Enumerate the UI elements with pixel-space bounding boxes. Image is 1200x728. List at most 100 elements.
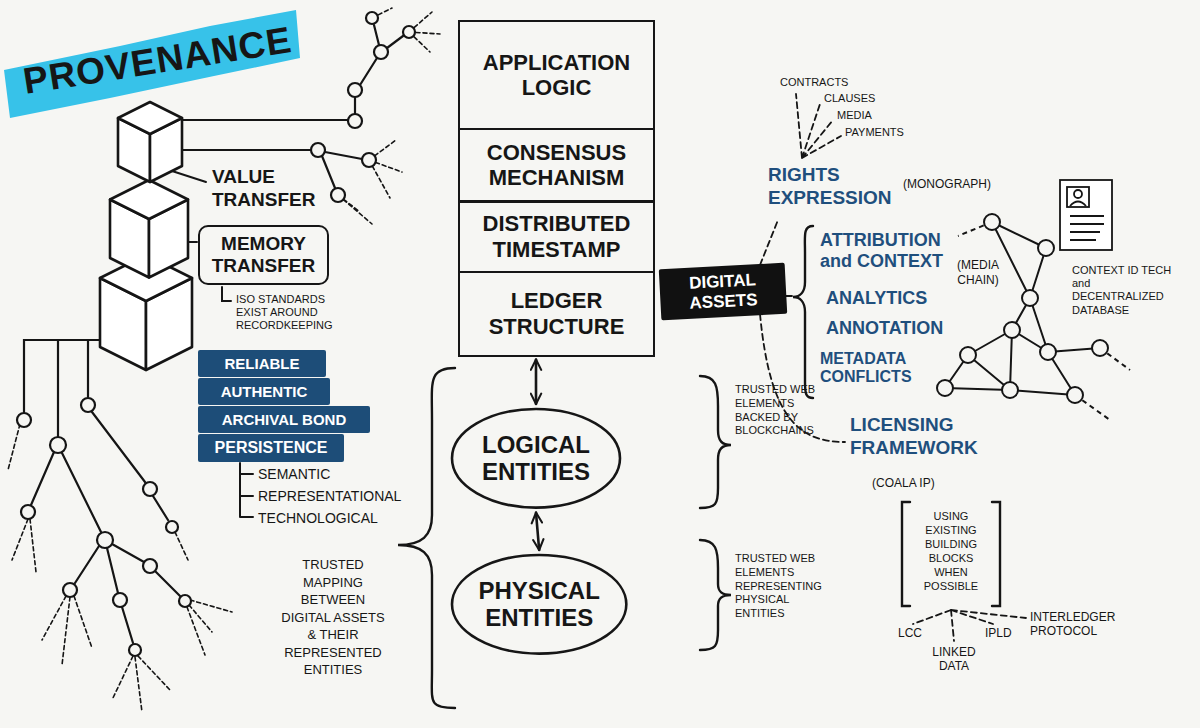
dashed-leaders: [760, 220, 778, 265]
entity-ellipse: PHYSICAL ENTITIES: [450, 553, 628, 656]
media-chain-network: [958, 222, 1130, 420]
document-icon: [1070, 202, 1086, 207]
tree-node-circles: [63, 583, 77, 597]
blockchain-cubes: [110, 200, 149, 278]
node-label: LOGICAL ENTITIES: [470, 431, 602, 486]
curly-braces: [398, 368, 455, 708]
document-icon: [1070, 216, 1104, 240]
tree-branches: [322, 156, 335, 188]
topic-heading: METADATA CONFLICTS: [820, 350, 932, 387]
label-holder: (MONOGRAPH): [903, 177, 991, 191]
tree-node-circles: [17, 413, 31, 427]
media-chain-network: [937, 214, 1130, 420]
node-label: LEDGER STRUCTURE: [466, 288, 647, 339]
tree-branches: [112, 544, 144, 562]
media-chain-network: [1002, 382, 1018, 398]
label-holder: USING EXISTING BUILDING BLOCKS WHEN POSS…: [914, 510, 988, 594]
label-holder: REPRESENTATIONAL: [258, 488, 401, 505]
title-highlight: [4, 10, 300, 118]
label-holder: TECHNOLOGICAL: [258, 510, 378, 527]
list-item: REPRESENTATIONAL: [258, 488, 401, 505]
node-label: AUTHENTIC: [221, 383, 308, 400]
label-holder: TRUSTED WEB ELEMENTS REPRESENTING PHYSIC…: [735, 552, 821, 621]
leaf-term: CONTRACTS: [780, 76, 848, 89]
tree-branches: [24, 340, 100, 412]
tree-branches: [182, 149, 311, 151]
tree-branches: [153, 496, 168, 520]
tree-node-circles: [366, 12, 378, 24]
tree-dashed-branches: [8, 424, 20, 470]
media-chain-network: [1038, 240, 1054, 256]
tree-branches: [62, 453, 101, 532]
ellipse-outline: [452, 409, 620, 508]
label-holder: PAYMENTS: [845, 126, 904, 139]
media-chain-network: [1040, 344, 1056, 360]
leaf-term: LCC: [898, 626, 922, 640]
topic-heading: LICENSING FRAMEWORK: [850, 414, 1010, 460]
tree-node-circles: [50, 437, 66, 453]
label-holder: SEMANTIC: [258, 466, 330, 483]
tree-node-circles: [143, 559, 157, 573]
entity-ellipse: LOGICAL ENTITIES: [450, 407, 622, 510]
dashed-leaders: [913, 610, 1026, 641]
leader-lines: [240, 463, 253, 517]
tree-dashed-branches: [112, 656, 170, 712]
note-text: ISO STANDARDS EXIST AROUND RECORDKEEPING: [236, 293, 342, 333]
brace-note: TRUSTED WEB ELEMENTS BACKED BY BLOCKCHAI…: [735, 383, 821, 438]
tree-node-circles: [179, 595, 191, 607]
label-holder: LINKED DATA: [926, 645, 982, 674]
ribbon-band: RELIABLE: [198, 350, 326, 377]
blockchain-cubes: [118, 102, 182, 134]
node-label: DIGITAL ASSETS: [667, 269, 779, 314]
tree-node-circles: [403, 26, 415, 38]
topic-heading: ANALYTICS: [826, 288, 927, 310]
leader-lines: [188, 241, 197, 243]
document-icon: [1060, 180, 1112, 250]
topic-heading: ANNOTATION: [826, 318, 943, 340]
label-holder: ANNOTATION: [826, 318, 943, 340]
curly-braces: [398, 226, 1000, 708]
label-holder: INTERLEDGER PROTOCOL: [1030, 610, 1130, 639]
note-text: USING EXISTING BUILDING BLOCKS WHEN POSS…: [914, 510, 988, 594]
curly-braces: [700, 540, 731, 650]
blockchain-cubes: [118, 118, 150, 182]
double-arrow: [535, 360, 538, 405]
blockchain-cubes: [100, 278, 146, 370]
node-label: RELIABLE: [225, 355, 300, 372]
topic-heading: ATTRIBUTION and CONTEXT: [820, 230, 970, 271]
list-item: TECHNOLOGICAL: [258, 510, 378, 527]
tree-branches: [122, 607, 133, 643]
label-holder: (COALA IP): [872, 476, 935, 490]
rounded-box: MEMORY TRANSFER: [198, 225, 329, 285]
label-holder: ANALYTICS: [826, 288, 927, 310]
double-arrow: [536, 513, 539, 550]
node-label: PERSISTENCE: [215, 439, 328, 457]
topic-heading: RIGHTS EXPRESSION: [768, 164, 903, 210]
tree-branches: [387, 36, 403, 48]
node-label: ARCHIVAL BOND: [222, 411, 346, 428]
media-chain-network: [1067, 387, 1083, 403]
document-icon: [1074, 190, 1082, 198]
media-chain-network: [1022, 290, 1038, 306]
annotation-heading: VALUE TRANSFER: [212, 166, 332, 212]
tree-dashed-branches: [187, 600, 232, 655]
aside-note: (COALA IP): [872, 476, 935, 490]
label-holder: TRUSTED WEB ELEMENTS BACKED BY BLOCKCHAI…: [735, 383, 821, 438]
label-holder: ATTRIBUTION and CONTEXT: [820, 230, 970, 271]
black-band: DIGITAL ASSETS: [659, 263, 788, 321]
label-holder: MEDIA: [837, 109, 872, 122]
tree-dashed-branches: [369, 140, 402, 198]
tree-node-circles: [374, 45, 388, 59]
tree-branches: [87, 340, 89, 397]
label-holder: LCC: [898, 626, 922, 640]
label-holder: CLAUSES: [824, 92, 875, 105]
label-holder: LICENSING FRAMEWORK: [850, 414, 1010, 460]
document-icon: [1067, 187, 1089, 207]
tree-branches: [107, 548, 118, 593]
document-icon: [1060, 180, 1112, 250]
media-chain-network: [960, 347, 976, 363]
tree-node-circles: [81, 398, 95, 412]
blockchain-cubes: [146, 278, 192, 370]
tree-branches: [374, 25, 379, 45]
